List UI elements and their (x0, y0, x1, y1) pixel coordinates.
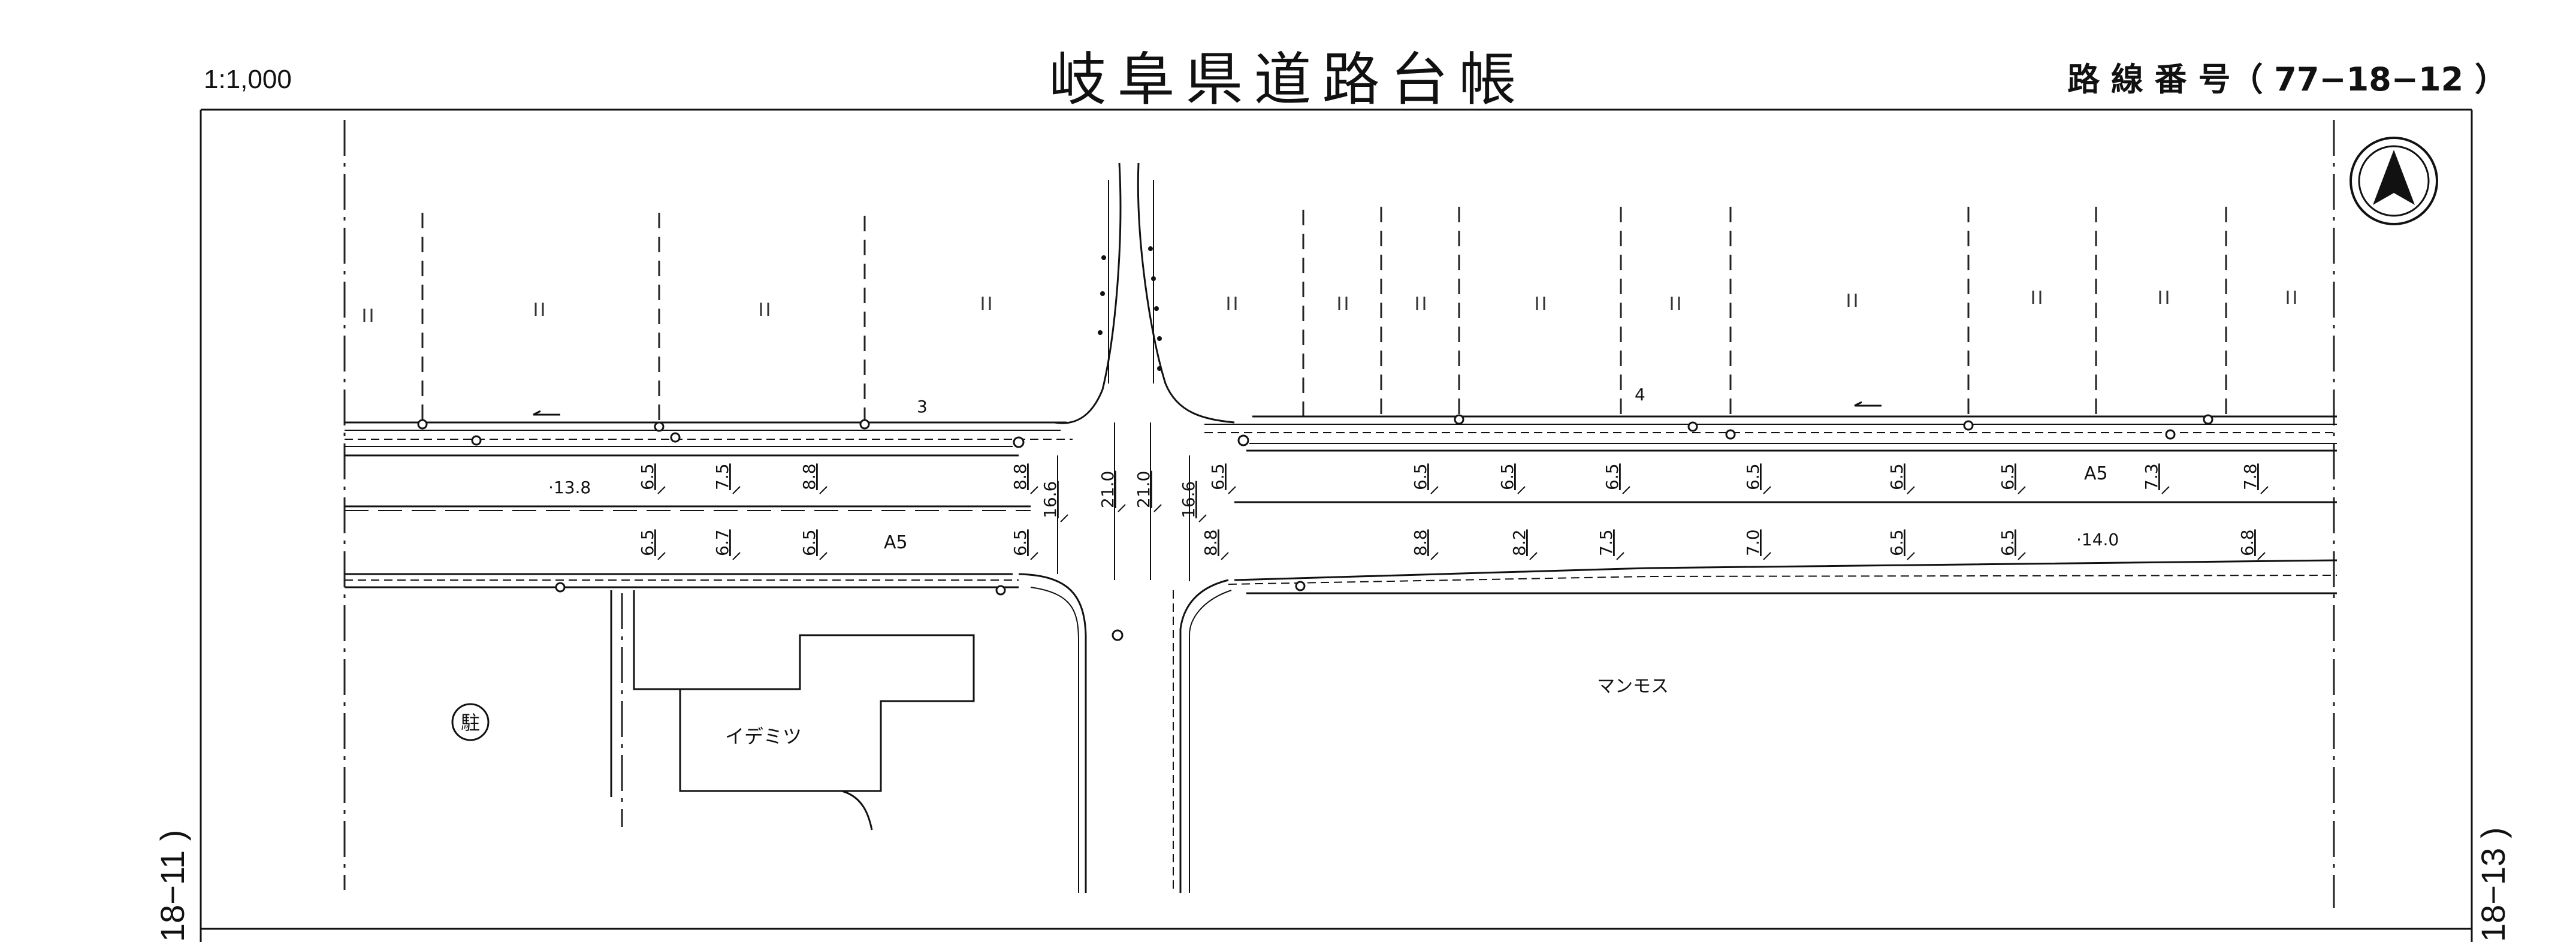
crossing-road (1018, 162, 1235, 893)
svg-text:6.5: 6.5 (1998, 529, 2018, 556)
svg-text:6.5: 6.5 (1887, 463, 1907, 490)
north-lane-widths: 6.5 7.5 8.8 8.8 6.5 6.5 6.5 6.5 6.5 6.5 6.5 7.3 7.8 (638, 463, 2269, 494)
svg-text:7.8: 7.8 (2240, 463, 2260, 490)
gas-station-outline (610, 590, 975, 831)
svg-text:6.5: 6.5 (1010, 529, 1030, 556)
svg-text:8.8: 8.8 (799, 463, 819, 490)
section-boundary-lines (343, 120, 2335, 908)
gas-station-label: イデミツ (725, 725, 802, 748)
south-width-label: 8.8 (1201, 529, 1229, 560)
north-width-label: 6.5 (1998, 463, 2026, 494)
north-width-label: 8.8 (1010, 463, 1038, 494)
crossroad-width-label: 21.0 (1098, 471, 1126, 512)
north-arrow-icon (2349, 137, 2438, 225)
svg-text:6.5: 6.5 (1998, 463, 2018, 490)
lot-boundary-lines (421, 207, 2227, 422)
north-width-label: 6.5 (1602, 463, 1630, 494)
svg-text:8.8: 8.8 (1201, 529, 1221, 556)
north-width-label: 8.8 (799, 463, 828, 494)
south-width-label: 6.5 (638, 529, 666, 560)
svg-text:6.8: 6.8 (2237, 529, 2257, 556)
svg-text:6.5: 6.5 (1208, 463, 1228, 490)
north-width-label: 6.5 (1208, 463, 1236, 494)
crossroad-width-label: 21.0 (1134, 471, 1162, 512)
south-width-label: 6.5 (1887, 529, 1915, 560)
road-rank-west: A5 (884, 532, 908, 553)
lot-number-3: 3 (917, 397, 928, 416)
north-width-label: 7.5 (712, 463, 741, 494)
direction-arrows (533, 401, 1882, 416)
north-width-label: 7.3 (2142, 463, 2170, 494)
field-marks (363, 291, 2296, 322)
svg-text:6.5: 6.5 (799, 529, 819, 556)
south-width-label: 6.7 (712, 529, 741, 560)
svg-text:6.5: 6.5 (1602, 463, 1622, 490)
south-lane-widths: 6.5 6.7 6.5 6.5 8.8 8.8 8.2 7.5 7.0 6.5 6.5 6.8 (638, 529, 2266, 560)
lot-number-4: 4 (1635, 385, 1645, 404)
route-number: 路 線 番 号（ 77−18−12 ） (2067, 61, 2507, 98)
svg-text:6.5: 6.5 (1887, 529, 1907, 556)
parking-symbol: 駐 (451, 703, 490, 741)
roadside-symbols (417, 414, 2213, 641)
south-width-label: 6.5 (1998, 529, 2026, 560)
south-width-label: 6.5 (799, 529, 828, 560)
south-width-label: 6.8 (2237, 529, 2266, 560)
south-width-label: 8.2 (1509, 529, 1538, 560)
svg-text:7.5: 7.5 (712, 463, 732, 490)
svg-text:8.8: 8.8 (1010, 463, 1030, 490)
north-width-label: 6.5 (1411, 463, 1439, 494)
crossroad-widths: 16.6 21.0 21.0 16.6 (1040, 471, 1207, 523)
store-label: マンモス (1597, 676, 1669, 697)
north-width-label: 6.5 (638, 463, 666, 494)
width-dimension-lines (1057, 422, 1190, 581)
north-width-label: 7.8 (2240, 463, 2269, 494)
south-width-label: 6.5 (1010, 529, 1038, 560)
north-width-label: 6.5 (1743, 463, 1771, 494)
svg-text:8.8: 8.8 (1411, 529, 1430, 556)
svg-text:6.5: 6.5 (1411, 463, 1430, 490)
scale-label: 1:1,000 (204, 65, 292, 94)
south-width-label: 8.8 (1411, 529, 1439, 560)
svg-text:6.5: 6.5 (638, 529, 657, 556)
svg-text:21.0: 21.0 (1098, 471, 1118, 508)
svg-text:6.5: 6.5 (1743, 463, 1763, 490)
svg-text:6.5: 6.5 (638, 463, 657, 490)
crossroad-width-label: 16.6 (1040, 481, 1068, 523)
map-labels: 3 4 A5 A5 ·13.8 ·14.0 イデミツ マンモス 駐 (451, 385, 2119, 748)
svg-text:21.0: 21.0 (1134, 471, 1153, 508)
north-width-label: 6.5 (1497, 463, 1526, 494)
south-width-label: 7.5 (1596, 529, 1624, 560)
total-width-west: ·13.8 (548, 478, 591, 497)
road-rank-east: A5 (2084, 463, 2108, 484)
page-title: 岐阜県道路台帳 (1049, 46, 1527, 113)
svg-text:7.0: 7.0 (1743, 529, 1763, 556)
map-frame (200, 108, 2473, 942)
north-width-label: 6.5 (1887, 463, 1915, 494)
south-width-label: 7.0 (1743, 529, 1771, 560)
svg-text:6.5: 6.5 (1497, 463, 1517, 490)
svg-text:16.6: 16.6 (1179, 481, 1198, 518)
svg-text:16.6: 16.6 (1040, 481, 1060, 518)
svg-text:6.7: 6.7 (712, 529, 732, 556)
svg-text:7.3: 7.3 (2142, 463, 2161, 490)
svg-text:7.5: 7.5 (1596, 529, 1616, 556)
svg-text:駐: 駐 (461, 711, 480, 734)
total-width-east: ·14.0 (2076, 530, 2119, 550)
fence-dots (1098, 246, 1162, 371)
svg-text:8.2: 8.2 (1509, 529, 1529, 556)
main-road (345, 415, 2338, 594)
crossroad-width-label: 16.6 (1179, 481, 1207, 523)
